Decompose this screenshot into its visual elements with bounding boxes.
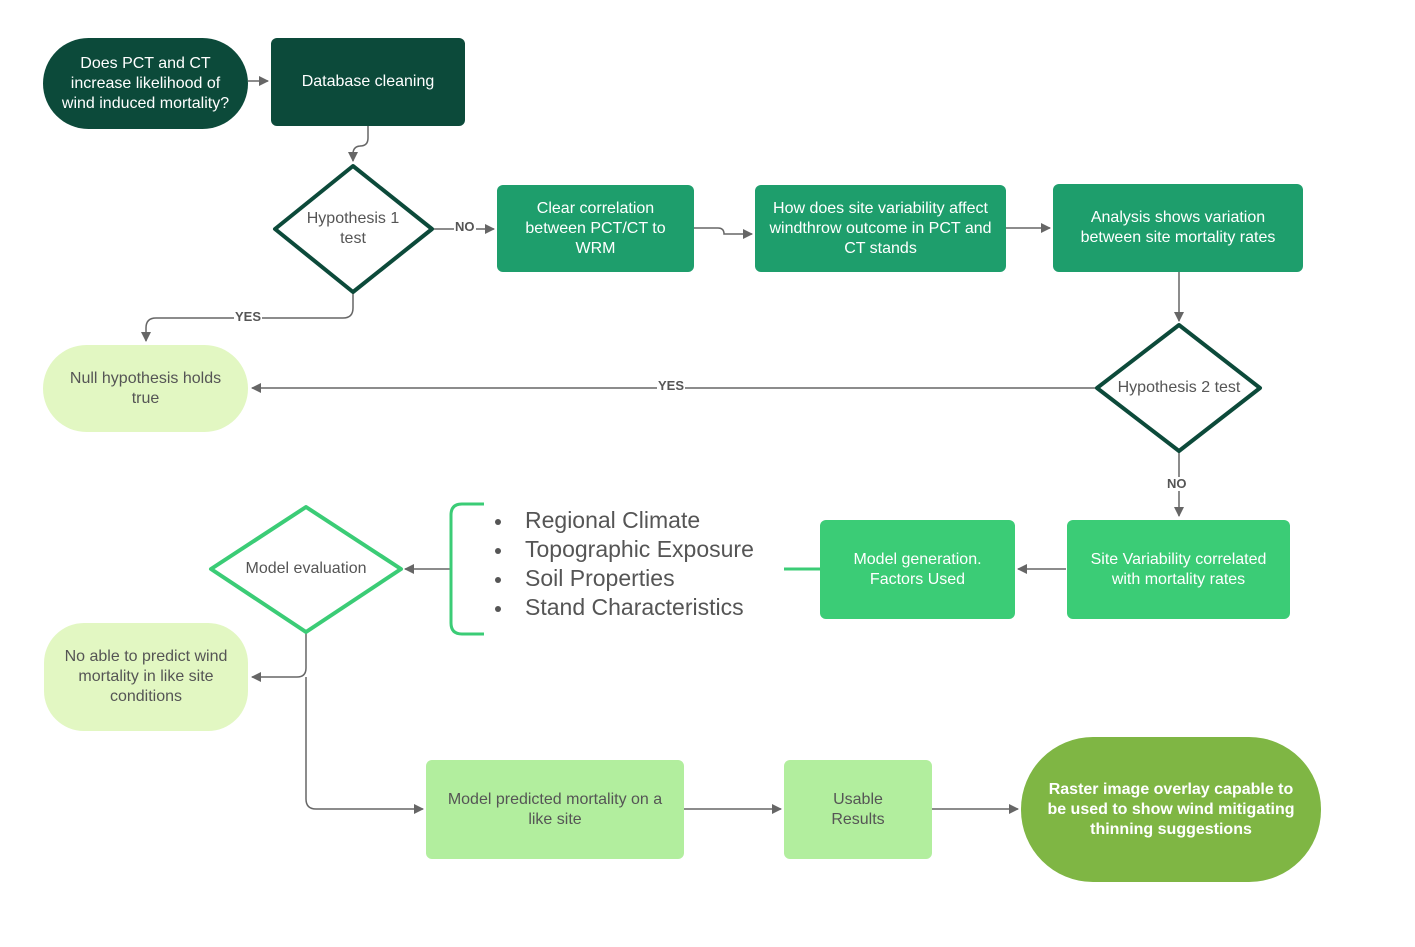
hypothesis-2-diamond — [1095, 323, 1262, 453]
raster-overlay-node: Raster image overlay capable to be used … — [1021, 737, 1321, 882]
hypothesis-1-diamond — [273, 164, 434, 294]
model-evaluation-label: Model evaluation — [245, 560, 367, 577]
hypothesis-1-label: Hypothesis 1 test — [306, 210, 400, 247]
site-variability-correlated-node: Site Variability correlated with mortali… — [1067, 520, 1290, 619]
edge-eval-to-nopredict — [251, 633, 307, 682]
hypothesis-2-yes-label: YES — [657, 378, 686, 393]
edge-eval-to-modelpred — [305, 677, 424, 814]
research-question-node: Does PCT and CT increase likelihood of w… — [43, 38, 248, 129]
edge-db-to-hyp1 — [348, 126, 369, 162]
factor-item: Regional Climate — [492, 506, 754, 535]
edge-corr-to-sitevar — [694, 227, 753, 239]
hypothesis-2-no-label: NO — [1166, 476, 1188, 491]
factor-item: Soil Properties — [492, 564, 754, 593]
no-prediction-node: No able to predict wind mortality in lik… — [44, 623, 248, 731]
clear-correlation-node: Clear correlation between PCT/CT to WRM — [497, 185, 694, 272]
factor-item: Stand Characteristics — [492, 593, 754, 622]
model-generation-node: Model generation. Factors Used — [820, 520, 1015, 619]
hypothesis-1-yes-label: YES — [234, 309, 263, 324]
factors-bracket — [449, 502, 484, 636]
model-factors-list: Regional Climate Topographic Exposure So… — [492, 506, 754, 622]
hypothesis-2-label: Hypothesis 2 test — [1117, 379, 1241, 396]
database-cleaning-node: Database cleaning — [271, 38, 465, 126]
model-predicted-mortality-node: Model predicted mortality on a like site — [426, 760, 684, 859]
analysis-variation-node: Analysis shows variation between site mo… — [1053, 184, 1303, 272]
model-evaluation-diamond — [209, 505, 403, 634]
hypothesis-1-no-label: NO — [454, 219, 476, 234]
usable-results-node: Usable Results — [784, 760, 932, 859]
factor-item: Topographic Exposure — [492, 535, 754, 564]
site-variability-question-node: How does site variability affect windthr… — [755, 185, 1006, 272]
null-hypothesis-node: Null hypothesis holds true — [43, 345, 248, 432]
